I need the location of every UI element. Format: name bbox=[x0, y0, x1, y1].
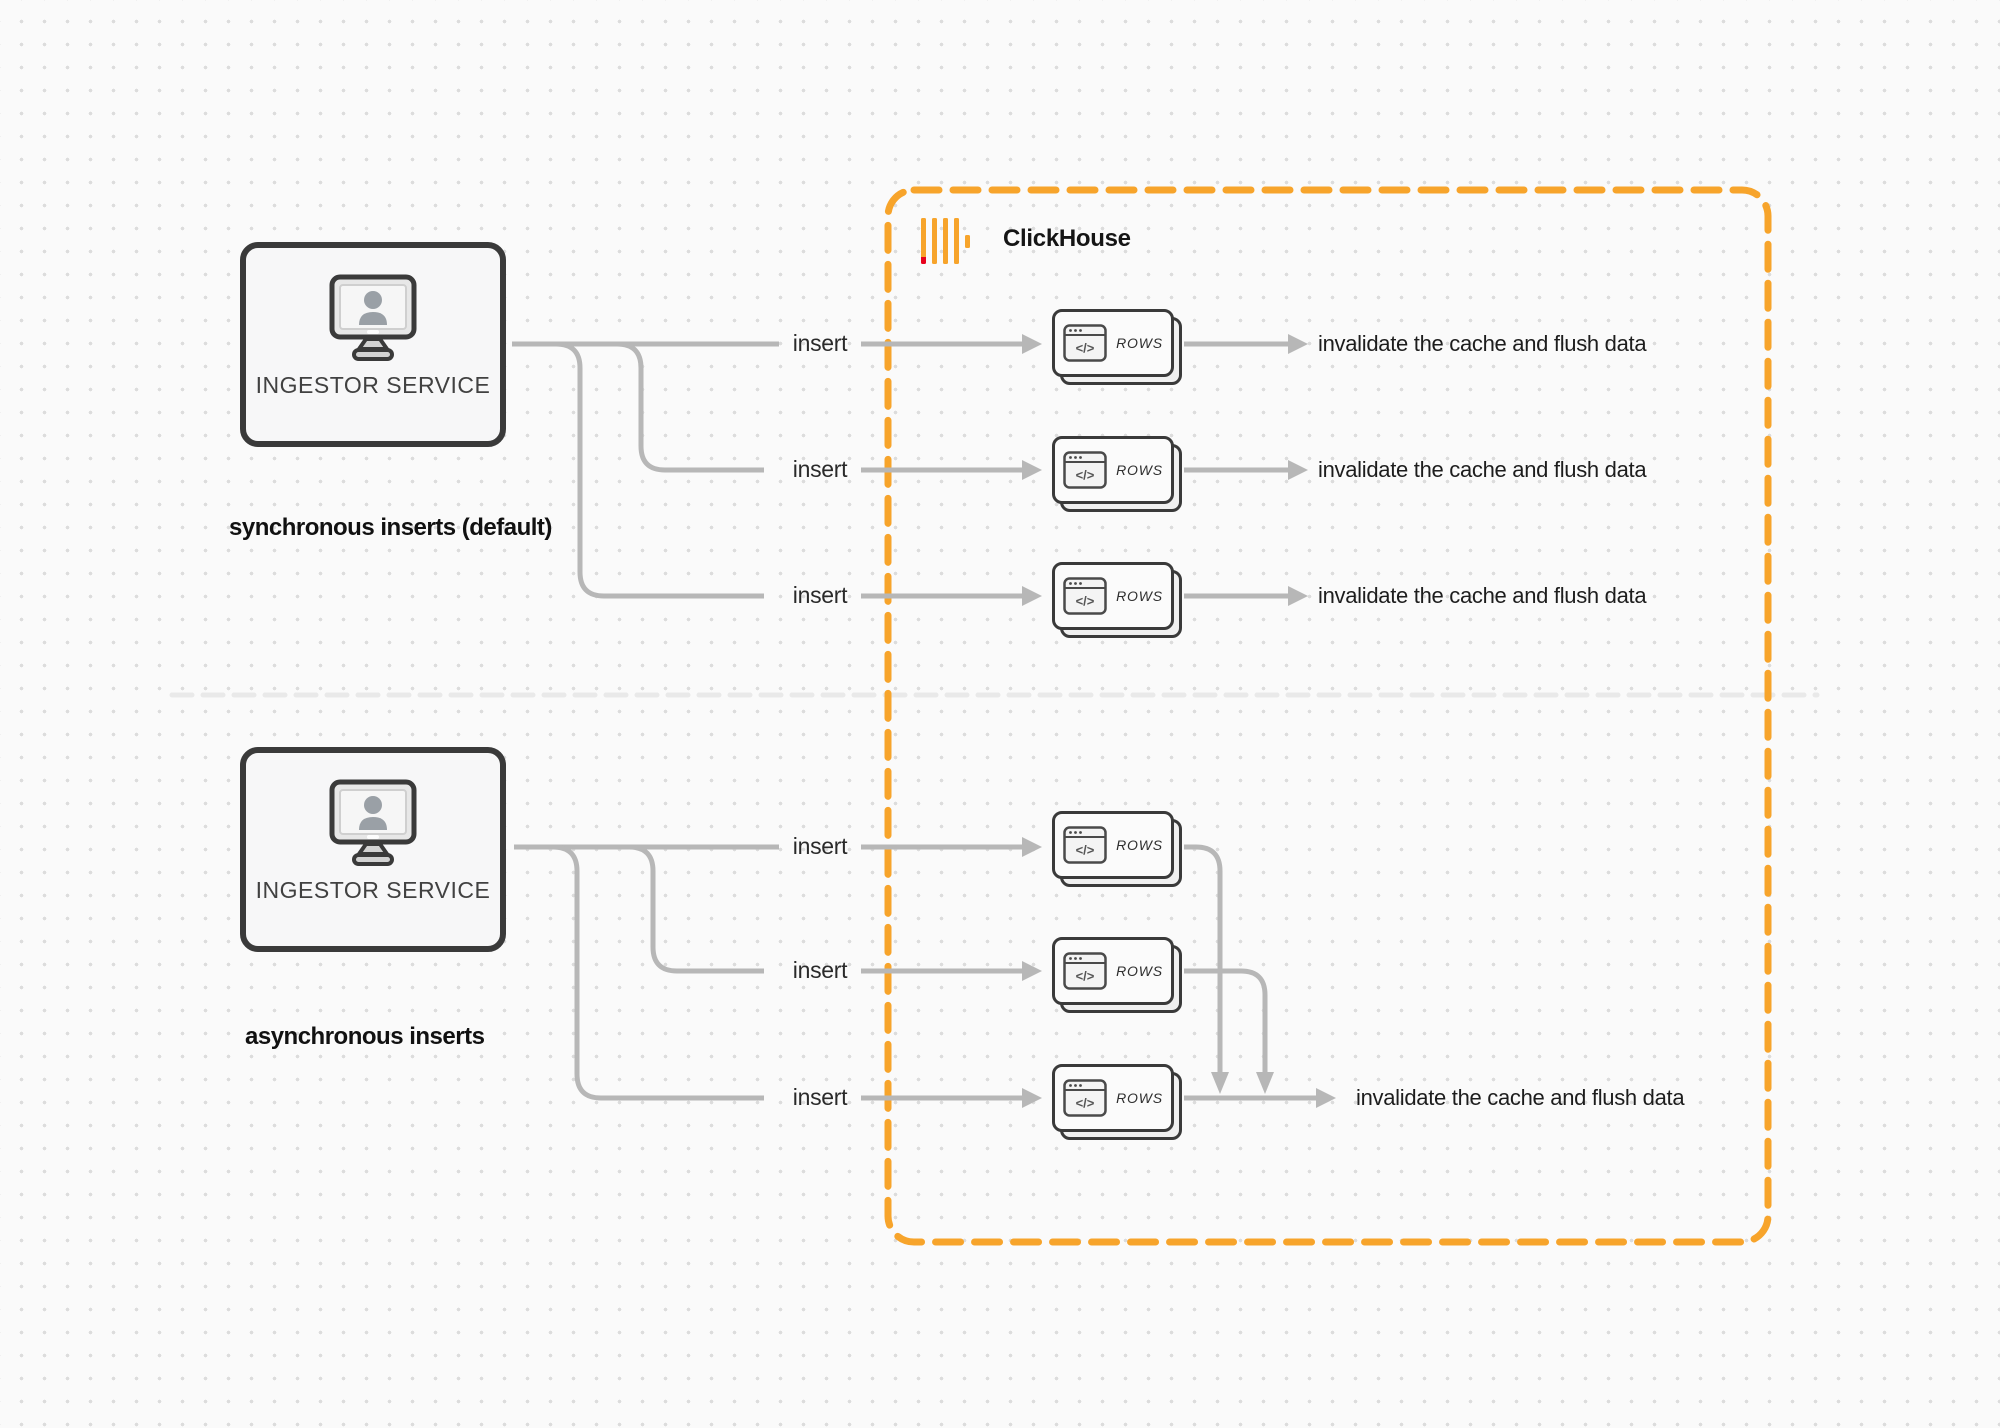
sync-insert3-arrowhead bbox=[1022, 586, 1042, 606]
rows-card-front: </> ROWS bbox=[1052, 1064, 1174, 1132]
invalidate-label-sync-1: invalidate the cache and flush data bbox=[1318, 331, 1647, 356]
rows-card-front: </> ROWS bbox=[1052, 937, 1174, 1005]
code-window-icon: </> bbox=[1063, 952, 1107, 990]
clickhouse-title: ClickHouse bbox=[1003, 225, 1131, 252]
rows-label: ROWS bbox=[1116, 1090, 1163, 1106]
async-merge1-line bbox=[1184, 844, 1223, 1072]
invalidate-label-async: invalidate the cache and flush data bbox=[1356, 1085, 1685, 1110]
rows-label: ROWS bbox=[1116, 588, 1163, 604]
async-branch2-line bbox=[514, 844, 764, 974]
code-window-icon: </> bbox=[1063, 577, 1107, 615]
rows-card-sync-3: </> ROWS bbox=[1052, 562, 1182, 638]
clickhouse-logo-bar bbox=[932, 218, 937, 264]
code-glyph: </> bbox=[1076, 843, 1095, 858]
rows-card-front: </> ROWS bbox=[1052, 562, 1174, 630]
ingestor-service-box-async: INGESTOR SERVICE bbox=[240, 747, 506, 952]
rows-card-async-1: </> ROWS bbox=[1052, 811, 1182, 887]
rows-label: ROWS bbox=[1116, 837, 1163, 853]
code-glyph: </> bbox=[1076, 1096, 1095, 1111]
async-merge2-line bbox=[1184, 968, 1268, 1072]
clickhouse-logo-bar bbox=[921, 218, 926, 264]
rows-card-sync-2: </> ROWS bbox=[1052, 436, 1182, 512]
async-flush-arrowhead bbox=[1316, 1088, 1336, 1108]
async-insert2-arrowhead bbox=[1022, 961, 1042, 981]
sync-flush2-arrowhead bbox=[1288, 460, 1308, 480]
code-window-icon: </> bbox=[1063, 1079, 1107, 1117]
rows-label: ROWS bbox=[1116, 462, 1163, 478]
async-insert3-arrowhead bbox=[1022, 1088, 1042, 1108]
invalidate-label-sync-3: invalidate the cache and flush data bbox=[1318, 583, 1647, 608]
insert-label-async-1: insert bbox=[792, 833, 848, 859]
rows-card-async-2: </> ROWS bbox=[1052, 937, 1182, 1013]
rows-card-front: </> ROWS bbox=[1052, 811, 1174, 879]
insert-label-async-2: insert bbox=[792, 957, 848, 983]
code-glyph: </> bbox=[1076, 341, 1095, 356]
ingestor-service-label: INGESTOR SERVICE bbox=[255, 877, 491, 903]
async-section-label: asynchronous inserts bbox=[245, 1023, 485, 1050]
sync-branch3-line bbox=[512, 341, 764, 599]
insert-label-async-3: insert bbox=[792, 1084, 848, 1110]
code-window-icon: </> bbox=[1063, 324, 1107, 362]
monitor-user-icon bbox=[329, 274, 417, 361]
code-window-icon: </> bbox=[1063, 451, 1107, 489]
ingestor-service-label: INGESTOR SERVICE bbox=[255, 372, 491, 398]
sync-flush1-arrowhead bbox=[1288, 334, 1308, 354]
monitor-user-icon bbox=[329, 779, 417, 866]
clickhouse-logo-icon bbox=[921, 218, 970, 264]
sync-insert2-arrowhead bbox=[1022, 460, 1042, 480]
clickhouse-logo-bar bbox=[943, 218, 948, 264]
rows-card-front: </> ROWS bbox=[1052, 436, 1174, 504]
sync-flush3-arrowhead bbox=[1288, 586, 1308, 606]
code-glyph: </> bbox=[1076, 594, 1095, 609]
insert-label-sync-2: insert bbox=[792, 456, 848, 482]
ingestor-service-box-sync: INGESTOR SERVICE bbox=[240, 242, 506, 447]
rows-card-front: </> ROWS bbox=[1052, 309, 1174, 377]
clickhouse-logo-bar-short bbox=[965, 234, 970, 248]
insert-label-sync-1: insert bbox=[792, 330, 848, 356]
rows-card-sync-1: </> ROWS bbox=[1052, 309, 1182, 385]
async-merge2-arrowhead bbox=[1256, 1072, 1274, 1094]
insert-label-sync-3: insert bbox=[792, 582, 848, 608]
async-branch3-line bbox=[514, 844, 764, 1101]
rows-label: ROWS bbox=[1116, 963, 1163, 979]
rows-card-async-3: </> ROWS bbox=[1052, 1064, 1182, 1140]
async-insert1-arrowhead bbox=[1022, 837, 1042, 857]
code-glyph: </> bbox=[1076, 969, 1095, 984]
async-merge1-arrowhead bbox=[1211, 1072, 1229, 1094]
invalidate-label-sync-2: invalidate the cache and flush data bbox=[1318, 457, 1647, 482]
sync-section-label: synchronous inserts (default) bbox=[229, 514, 552, 541]
code-glyph: </> bbox=[1076, 468, 1095, 483]
code-window-icon: </> bbox=[1063, 826, 1107, 864]
clickhouse-logo-bar bbox=[954, 218, 959, 264]
sync-insert1-arrowhead bbox=[1022, 334, 1042, 354]
rows-label: ROWS bbox=[1116, 335, 1163, 351]
sync-branch2-line bbox=[512, 341, 764, 473]
clickhouse-boundary bbox=[884, 186, 1772, 1246]
